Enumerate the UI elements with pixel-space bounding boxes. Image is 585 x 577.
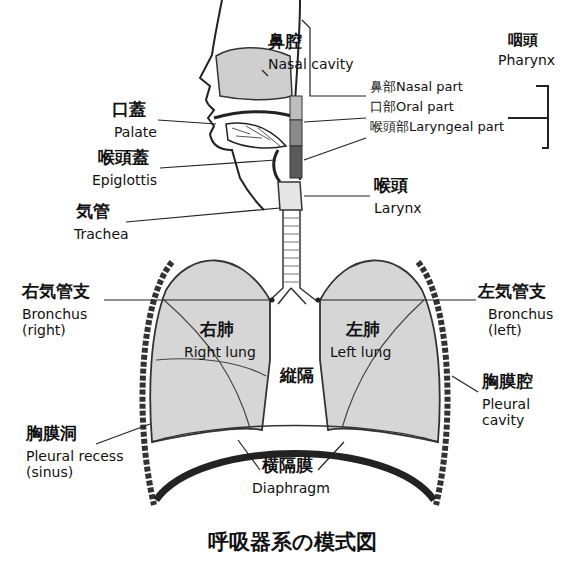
- part-name-en: Right lung: [184, 344, 256, 360]
- part-name: 縦隔: [280, 366, 314, 386]
- part-name-en: Diaphragm: [252, 480, 330, 496]
- part-name-en: Larynx: [374, 200, 422, 216]
- part-name: 喉頭部Laryngeal part: [370, 120, 504, 135]
- part-name: 喉頭蓋: [98, 148, 149, 168]
- part-name: 口蓋: [112, 100, 146, 120]
- part-name-en: Palate: [114, 124, 157, 140]
- part-name-en: Epiglottis: [92, 172, 157, 188]
- part-name: 左気管支: [478, 282, 546, 302]
- part-name-en: Pleural cavity: [482, 396, 546, 428]
- part-name: 胸膜洞: [26, 424, 77, 444]
- part-name: 口部Oral part: [370, 100, 454, 115]
- part-name: 鼻部Nasal part: [370, 80, 463, 95]
- part-name: 横隔膜: [262, 456, 313, 476]
- group-name-en: Pharynx: [498, 52, 555, 68]
- part-name: 右気管支: [22, 282, 90, 302]
- part-name-en: Pleural recess (sinus): [26, 448, 146, 480]
- part-name: 鼻腔: [268, 32, 302, 52]
- part-name: 左肺: [346, 320, 380, 340]
- group-name: 咽頭: [508, 32, 538, 49]
- part-name: 胸膜腔: [482, 372, 533, 392]
- part-name: 喉頭: [374, 176, 408, 196]
- part-name-en: Bronchus (left): [488, 306, 558, 338]
- part-name: 右肺: [200, 320, 234, 340]
- part-name-en: Nasal cavity: [268, 56, 354, 72]
- part-name-en: Bronchus (right): [22, 306, 98, 338]
- caption: 呼吸器系の模式図: [208, 530, 377, 554]
- part-name: 気管: [76, 202, 110, 222]
- part-name-en: Trachea: [74, 226, 129, 242]
- part-name-en: Left lung: [330, 344, 391, 360]
